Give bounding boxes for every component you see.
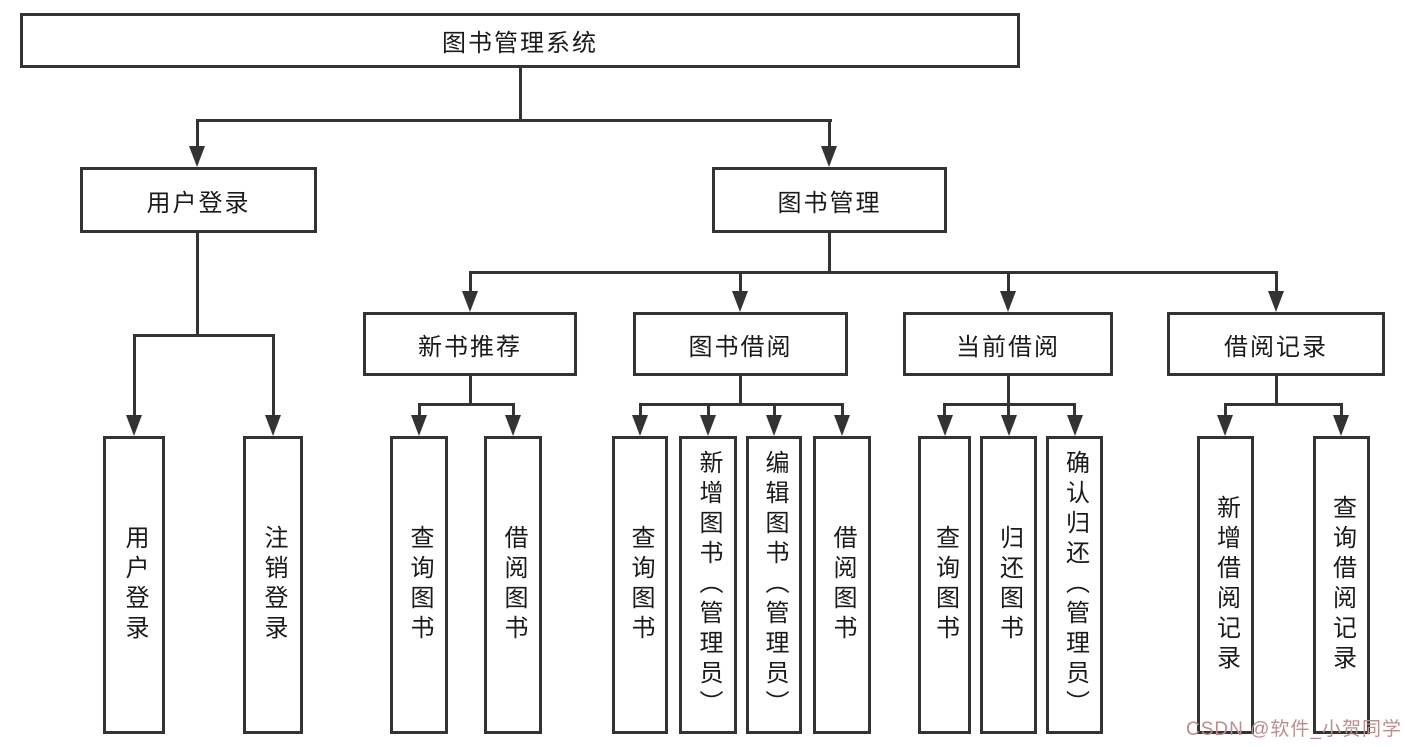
arrowhead-icon: [766, 415, 782, 436]
leaf-user-login: 用户登录: [103, 436, 165, 734]
connector-line: [828, 233, 831, 274]
connector-line: [1007, 403, 1010, 419]
arrowhead-icon: [505, 415, 521, 436]
connector-line: [519, 68, 522, 119]
arrowhead-icon: [834, 415, 850, 436]
connector-line: [469, 271, 1277, 274]
leaf-query-borrow-record: 查询借阅记录: [1313, 436, 1370, 734]
leaf-add-books-admin: 新增图书（管理员）: [679, 436, 737, 734]
leaf-label: 编辑图书（管理员）: [761, 450, 788, 720]
arrowhead-icon: [1268, 291, 1284, 312]
node-label: 新书推荐: [418, 333, 522, 361]
arrowhead-icon: [126, 415, 142, 436]
connector-line: [639, 403, 642, 419]
connector-line: [707, 403, 710, 419]
connector-line: [1275, 271, 1278, 295]
connector-line: [1224, 403, 1227, 419]
arrowhead-icon: [462, 291, 478, 312]
connector-line: [1007, 376, 1010, 405]
arrowhead-icon: [632, 415, 648, 436]
leaf-add-borrow-record: 新增借阅记录: [1197, 436, 1254, 734]
connector-line: [828, 119, 831, 149]
connector-line: [943, 403, 946, 419]
node-label: 图书管理系统: [442, 30, 598, 57]
leaf-label: 查询图书: [627, 525, 654, 645]
connector-line: [469, 271, 472, 295]
connector-line: [739, 376, 742, 405]
connector-line: [1073, 403, 1076, 419]
arrowhead-icon: [1217, 415, 1233, 436]
csdn-watermark: CSDN @软件_小贺同学: [1186, 719, 1402, 740]
leaf-label: 归还图书: [995, 525, 1023, 645]
arrowhead-icon: [700, 415, 716, 436]
leaf-label: 查询图书: [406, 525, 433, 645]
connector-line: [639, 403, 843, 406]
node-label: 借阅记录: [1224, 333, 1328, 361]
leaf-label: 新增图书（管理员）: [695, 450, 722, 720]
arrowhead-icon: [265, 415, 281, 436]
connector-line: [418, 403, 515, 406]
leaf-query-books-borrow: 查询图书: [612, 436, 668, 734]
node-current-borrow: 当前借阅: [903, 312, 1113, 376]
leaf-confirm-return-admin: 确认归还（管理员）: [1046, 436, 1103, 734]
leaf-query-books-current: 查询图书: [918, 436, 971, 734]
leaf-borrow-books: 借阅图书: [813, 436, 871, 734]
connector-line: [773, 403, 776, 419]
node-label: 图书借阅: [688, 333, 793, 361]
leaf-label: 注销登录: [260, 525, 287, 645]
leaf-label: 确认归还（管理员）: [1061, 450, 1089, 720]
leaf-label: 借阅图书: [829, 525, 856, 645]
connector-line: [196, 233, 199, 337]
node-new-book-recommend: 新书推荐: [363, 312, 577, 376]
connector-line: [1340, 403, 1343, 419]
connector-line: [133, 334, 136, 418]
arrowhead-icon: [1001, 415, 1017, 436]
arrowhead-icon: [1000, 291, 1016, 312]
node-book-borrow: 图书借阅: [633, 312, 848, 376]
arrowhead-icon: [1333, 415, 1349, 436]
leaf-label: 新增借阅记录: [1212, 495, 1240, 675]
connector-line: [469, 376, 472, 405]
connector-line: [1007, 271, 1010, 295]
connector-line: [196, 119, 832, 122]
connector-line: [272, 334, 275, 418]
node-label: 当前借阅: [956, 333, 1060, 361]
arrowhead-icon: [1067, 415, 1083, 436]
leaf-logout: 注销登录: [243, 436, 303, 734]
connector-line: [196, 119, 199, 149]
connector-line: [1275, 376, 1278, 405]
connector-line: [841, 403, 844, 419]
arrowhead-icon: [732, 291, 748, 312]
connector-line: [1224, 403, 1343, 406]
connector-line: [418, 403, 421, 419]
connector-line: [512, 403, 515, 419]
leaf-edit-books-admin: 编辑图书（管理员）: [746, 436, 802, 734]
arrowhead-icon: [189, 146, 205, 167]
node-borrow-records: 借阅记录: [1167, 312, 1385, 376]
node-root-system: 图书管理系统: [20, 13, 1020, 68]
leaf-label: 查询图书: [931, 525, 959, 645]
node-label: 用户登录: [146, 189, 251, 217]
arrowhead-icon: [411, 415, 427, 436]
arrowhead-icon: [937, 415, 953, 436]
leaf-label: 查询借阅记录: [1328, 495, 1356, 675]
leaf-borrow-books-newbooks: 借阅图书: [484, 436, 542, 734]
node-user-login: 用户登录: [80, 167, 317, 233]
connector-line: [133, 334, 275, 337]
leaf-return-books: 归还图书: [980, 436, 1037, 734]
node-label: 图书管理: [777, 189, 882, 217]
arrowhead-icon: [821, 146, 837, 167]
node-book-management: 图书管理: [712, 167, 947, 233]
connector-line: [739, 271, 742, 295]
leaf-label: 用户登录: [121, 525, 148, 645]
leaf-label: 借阅图书: [500, 525, 527, 645]
leaf-query-books-newbooks: 查询图书: [390, 436, 448, 734]
